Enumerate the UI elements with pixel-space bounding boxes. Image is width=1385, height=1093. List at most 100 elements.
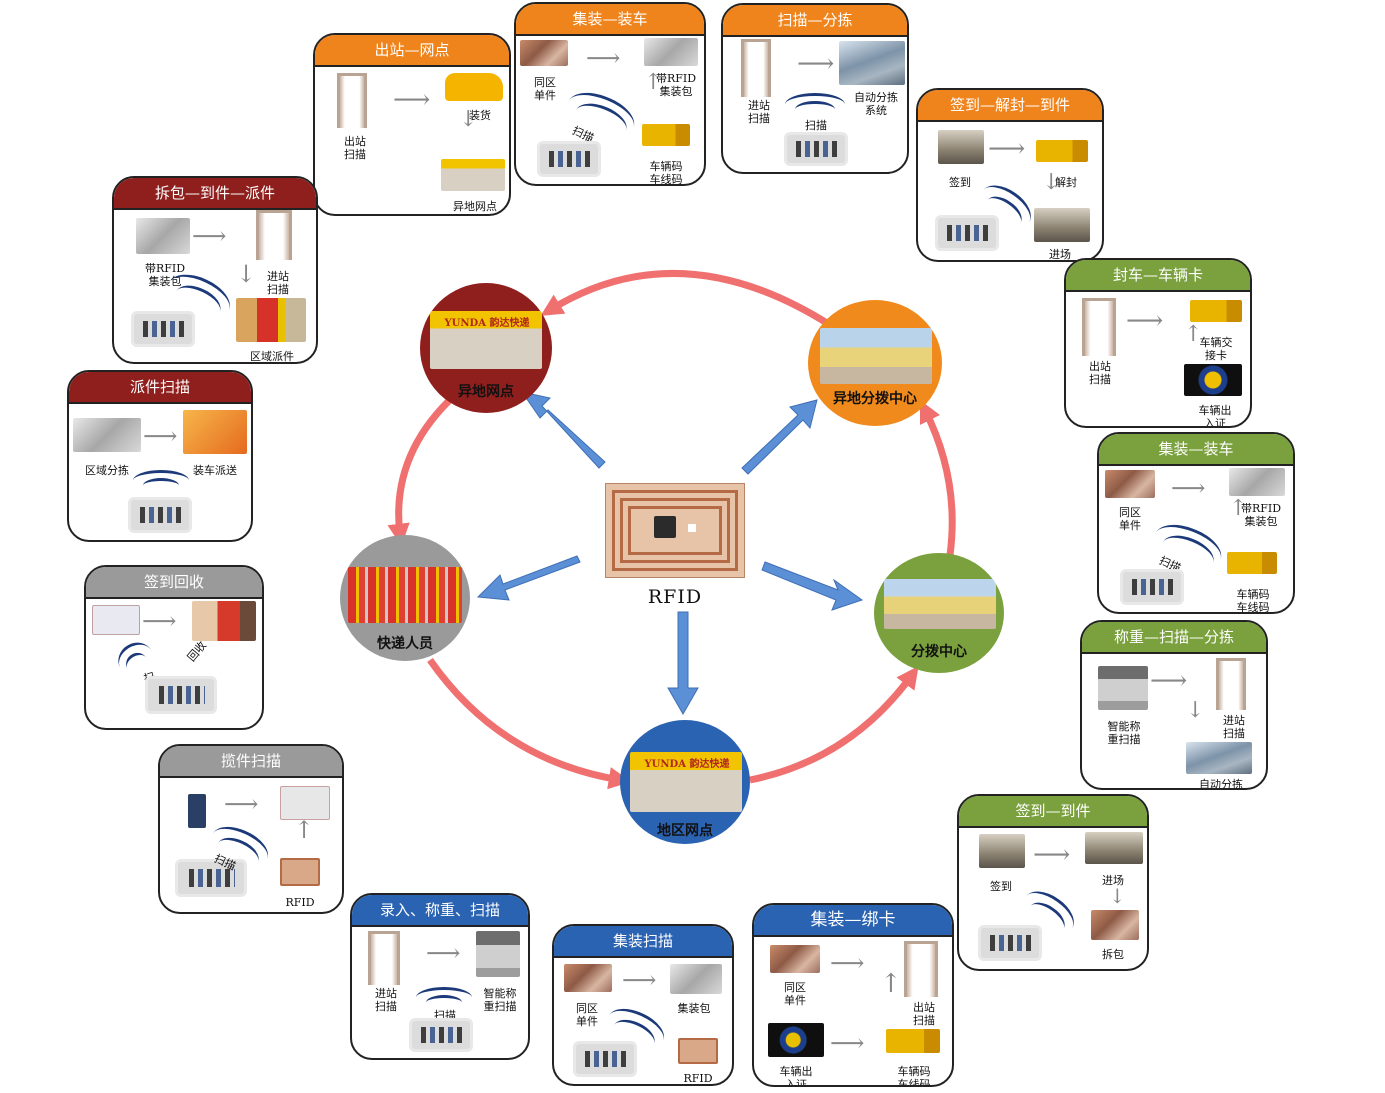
parcels-photo — [564, 964, 612, 992]
signin-device-photo — [938, 130, 984, 164]
blue-arrow-to-couriers — [476, 555, 581, 601]
arrow-right-icon: ⟶ — [1033, 840, 1071, 870]
circle-couriers: 快递人员 — [340, 535, 470, 661]
box-photo — [183, 410, 247, 454]
arc-remote-outlet-to-couriers — [387, 392, 458, 547]
label-vehicle-code: 车辆码 车线码 — [1236, 588, 1270, 614]
label-zone-sort: 区域分拣 — [85, 464, 129, 477]
rfid-reader-icon — [178, 862, 244, 894]
arrow-down-icon: ↓ — [1042, 170, 1061, 195]
card-title: 出站—网点 — [315, 35, 509, 67]
card-delivery-scan: 派件扫描 ⟶ 区域分拣 装车派送 — [67, 370, 253, 542]
arrow-right-icon: ⟶ — [426, 939, 461, 967]
label-enter-scan: 进站 扫描 — [267, 270, 289, 296]
label-enter: 进场 — [1049, 248, 1071, 261]
label-vehicle-code: 车辆码 车线码 — [897, 1065, 931, 1087]
arrow-right-icon: ⟶ — [142, 607, 177, 635]
card-title: 签到—解封—到件 — [918, 90, 1102, 122]
arrow-up-icon: ↑ — [1184, 322, 1203, 347]
card-pickup-scan: 揽件扫描 ⟶ ↑ 扫描 RFID — [158, 744, 344, 914]
label-load-deliver: 装车派送 — [193, 464, 237, 477]
truck-icon — [1036, 140, 1088, 162]
circle-label: 异地网点 — [458, 384, 514, 400]
card-seal-card: 封车—车辆卡 ⟶ ↑ 车辆交 接卡 出站 扫描 车辆出 入证 — [1064, 258, 1252, 428]
arrow-down-icon: ↓ — [1186, 698, 1205, 723]
card-signin-recycle: 签到回收 ⟶ 回收 扫描 — [84, 565, 264, 730]
sorting-photo — [1186, 742, 1252, 774]
wifi-icon — [785, 93, 845, 116]
circle-label: 快递人员 — [377, 636, 433, 652]
blue-arrow-to-remote-hub — [741, 399, 818, 475]
signin-machine-photo — [92, 605, 140, 635]
label-depart-scan: 出站 扫描 — [1089, 360, 1111, 386]
circle-label: 地区网点 — [657, 823, 713, 839]
arrow-right-icon: ⟶ — [1171, 474, 1206, 502]
arrow-right-icon: ⟶ — [192, 222, 227, 250]
warehouse-photo — [1085, 832, 1143, 864]
truck-icon — [1190, 300, 1242, 322]
arc-hub-to-remote-hub — [919, 399, 956, 556]
blue-arrow-to-local — [667, 611, 699, 716]
label-handover-card: 车辆交 接卡 — [1199, 336, 1233, 362]
label-zone-deliver: 区域派件 — [250, 350, 294, 363]
scan-gate — [741, 39, 771, 97]
truck-icon — [886, 1029, 940, 1053]
sorting-system-photo — [839, 41, 905, 85]
shop-sign-text: YUNDA 韵达快递 — [444, 318, 530, 329]
rfid-reader-icon — [131, 500, 189, 530]
arc-local-to-hub — [749, 665, 919, 784]
circle-label: 异地分拨中心 — [833, 391, 917, 407]
label-rfid-bag: 带RFID 集装包 — [144, 262, 186, 288]
wifi-icon — [426, 995, 462, 1010]
circle-hub: 分拨中心 — [874, 553, 1004, 673]
label-signin: 签到 — [990, 880, 1012, 893]
card-unpack-deliver: 拆包—到件—派件 ⟶ 带RFID 集装包 ↓ 进站 扫描 区域派件 — [112, 176, 318, 364]
rfid-bag-photo — [644, 38, 698, 66]
card-depart-outlet: 出站—网点 ⟶ ↓ 装货 出站 扫描 异地网点 — [313, 33, 511, 216]
arrow-up-icon: ↑ — [294, 816, 315, 844]
card-pack-bind: 集装—绑卡 ⟶ 同区 单件 ↑ 出站 扫描 ⟶ 车辆出 入证 车辆码 车线码 — [752, 903, 954, 1087]
rfid-reader-icon — [412, 1021, 470, 1049]
arrow-up-icon: ↑ — [880, 969, 902, 999]
label-signin: 签到 — [949, 176, 971, 189]
warehouse-photo — [1034, 208, 1090, 242]
circle-label: 分拨中心 — [911, 644, 967, 660]
scan-gate — [337, 73, 367, 128]
scale-photo — [1098, 666, 1148, 710]
label-enter: 进场 — [1102, 874, 1124, 887]
rfid-bag-photo — [136, 218, 190, 254]
card-title: 签到—到件 — [959, 796, 1147, 828]
truck-icon — [1227, 552, 1277, 574]
arrow-right-icon: ⟶ — [1150, 666, 1188, 696]
card-signin-arrive: 签到—到件 ⟶ 签到 进场 ↓ 拆包 — [957, 794, 1149, 971]
arrow-down-icon: ↓ — [459, 107, 478, 132]
vehicle-card-photo — [1184, 364, 1242, 396]
card-signin-unseal: 签到—解封—到件 ⟶ 签到 ↓ 解封 进场 — [916, 88, 1104, 262]
rfid-reader-icon — [576, 1044, 634, 1074]
arrow-right-icon: ⟶ — [1126, 306, 1164, 336]
rfid-label: RFID — [647, 586, 703, 608]
scale-photo — [476, 931, 520, 977]
card-title: 派件扫描 — [69, 372, 251, 404]
arrow-right-icon: ⟶ — [830, 949, 865, 977]
label-scan: 扫描 — [434, 1009, 456, 1022]
card-title: 录入、称重、扫描 — [352, 895, 528, 927]
arc-couriers-to-local — [427, 657, 632, 790]
label-same-zone: 同区 单件 — [784, 981, 806, 1007]
rfid-reader-icon — [981, 928, 1039, 958]
van-icon — [445, 73, 503, 101]
arc-remote-hub-to-remote-outlet — [540, 269, 832, 328]
scan-gate — [904, 941, 938, 997]
label-vehicle-pass: 车辆出 入证 — [779, 1065, 813, 1087]
label-pack-bag: 集装包 — [677, 1002, 711, 1015]
label-enter-scan: 进站 扫描 — [375, 987, 397, 1013]
rfid-reader-icon — [540, 144, 598, 174]
parcels-photo — [73, 418, 141, 452]
circle-local-outlet: YUNDA 韵达快递 地区网点 — [620, 720, 750, 844]
label-enter-scan: 进站 扫描 — [1223, 714, 1245, 740]
arrow-right-icon: ⟶ — [586, 44, 621, 72]
rfid-card-photo — [280, 858, 320, 886]
arrow-up-icon: ↑ — [644, 70, 663, 95]
label-smart-weigh: 智能称 重扫描 — [483, 987, 517, 1013]
